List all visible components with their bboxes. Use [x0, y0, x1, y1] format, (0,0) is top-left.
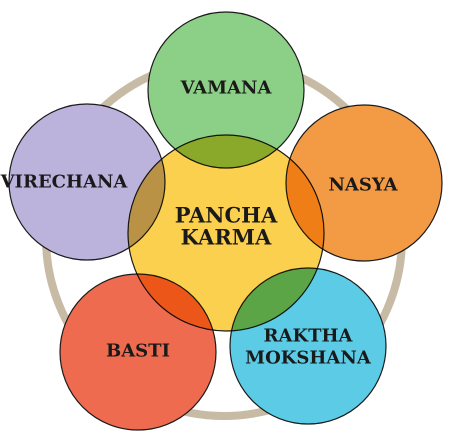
petal-label-virechana-line-1: VIRECHANA	[0, 171, 128, 192]
petal-label-basti-line-1: BASTI	[106, 340, 170, 361]
center-circle	[127, 134, 325, 332]
petal-label-raktha-mokshana-line-1: RAKTHA	[264, 325, 354, 346]
petal-label-vamana: VAMANA	[180, 77, 273, 98]
petal-label-basti: BASTI	[106, 340, 170, 361]
petal-label-nasya-line-1: NASYA	[328, 174, 398, 195]
petal-label-raktha-mokshana-line-2: MOKSHANA	[245, 347, 372, 368]
petal-label-vamana-line-1: VAMANA	[180, 77, 273, 98]
center-label-line-2: KARMA	[181, 224, 272, 249]
center-label-line-1: PANCHA	[175, 202, 278, 227]
petal-label-nasya: NASYA	[328, 174, 398, 195]
center-layer	[127, 134, 325, 332]
petal-label-virechana: VIRECHANA	[0, 171, 128, 192]
